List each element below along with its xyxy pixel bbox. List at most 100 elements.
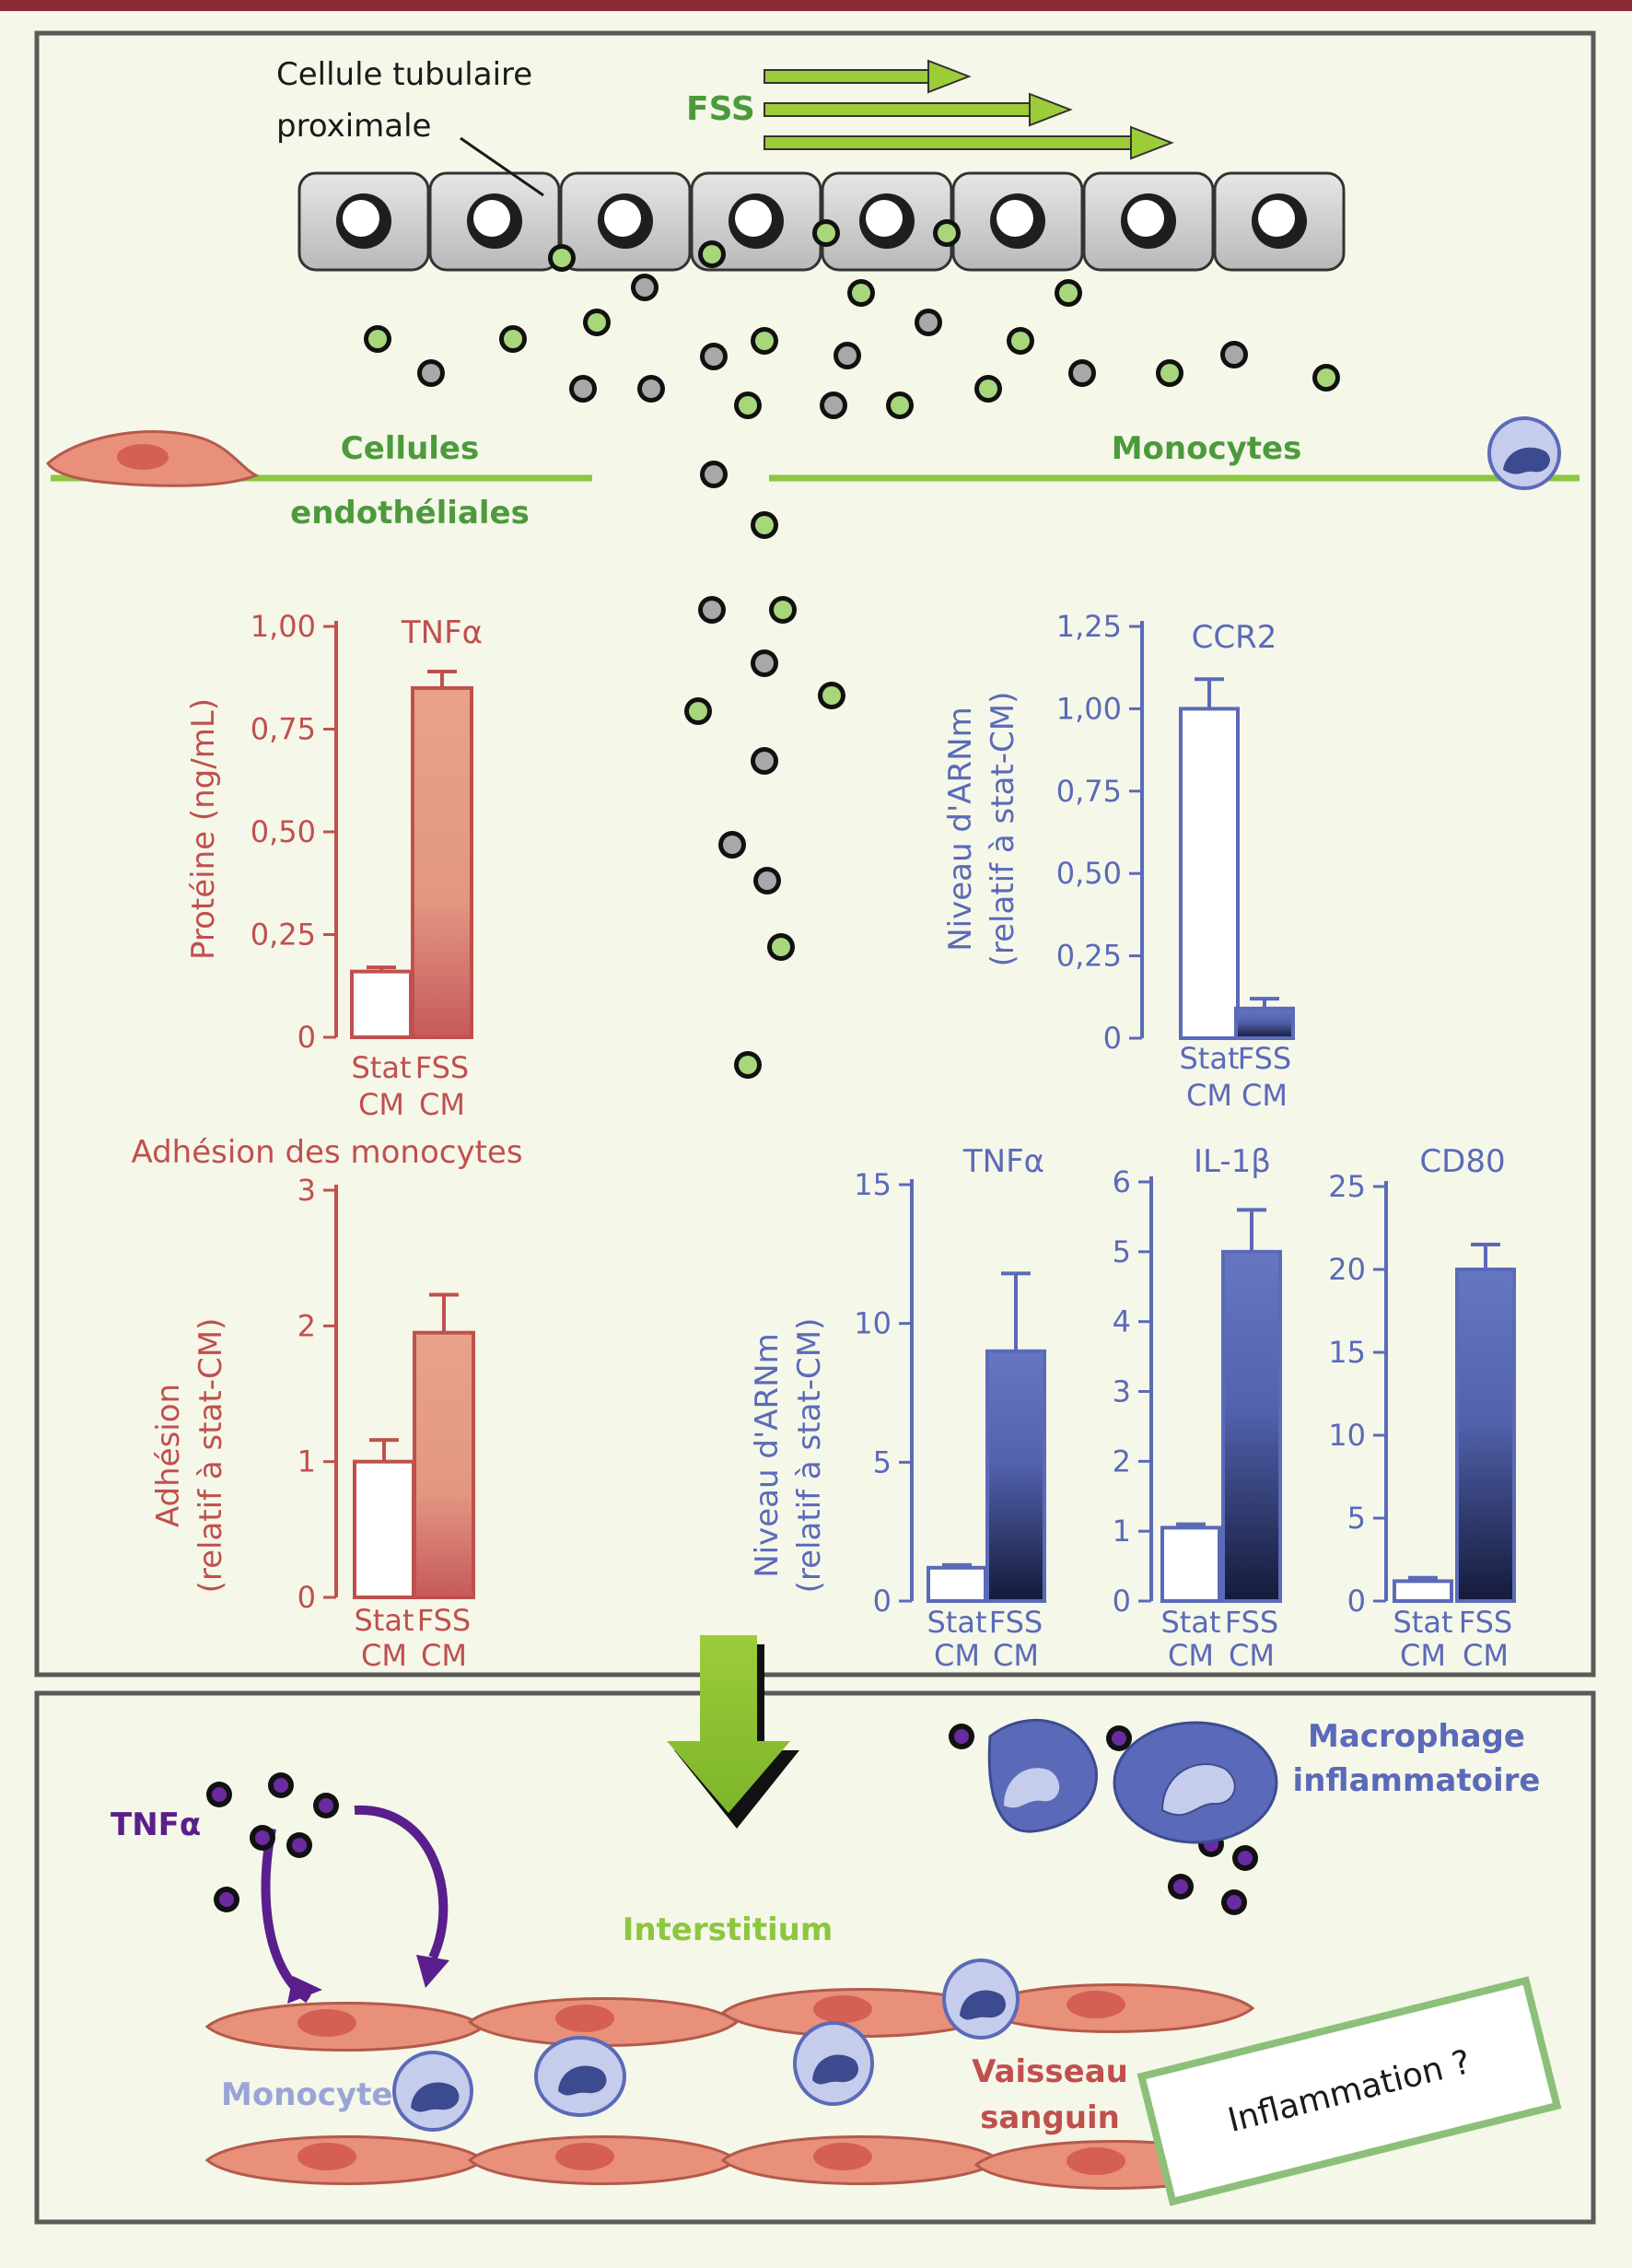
chart-title: IL-1β [1194,1143,1271,1180]
secreted-particle-green [974,375,1002,403]
secreted-particle-green [684,697,712,725]
secreted-particle-green [734,1051,762,1079]
secreted-particle-green [583,309,611,336]
vessel-monocyte-2 [534,2036,626,2117]
tubular-cell [690,171,822,272]
bar-fss-cm [1234,1006,1295,1041]
category-label: Stat [1393,1605,1452,1640]
tubular-cells [297,171,1346,272]
y-tick-label: 0,25 [251,918,316,953]
inflammation-box: Inflammation ? [1137,1976,1562,2206]
y-axis-label-line: (relatif à stat-CM) [985,692,1021,967]
secreted-particles [364,219,1340,1079]
monocyte-label: Monocyte [221,2076,392,2113]
y-tick-label: 0,75 [1056,774,1122,809]
bar-stat-cm [1393,1579,1453,1604]
y-tick-label: 10 [1328,1418,1366,1453]
monocytes-label: Monocytes [1112,430,1302,467]
tnf-molecule [313,1793,339,1818]
secreted-particle-green [548,244,576,272]
fss-arrow-1 [764,59,972,94]
y-tick-label: 5 [1347,1501,1366,1536]
secreted-particle-green [847,279,875,307]
vessel-cell [973,1983,1255,2033]
y-tick-label: 4 [1113,1304,1131,1339]
activated-monocyte-icon [987,1718,1098,1833]
y-tick-label: 10 [854,1306,892,1341]
bar-fss-cm [1455,1268,1516,1603]
bar-stat-cm [1179,707,1240,1041]
tnf-molecule [214,1887,239,1912]
tnf-molecule [286,1832,312,1858]
cell-label-line1: Cellule tubulaire [276,56,532,93]
secreted-particle-green [698,240,726,268]
category-label: Stat [354,1603,414,1638]
secreted-particle-green [499,325,527,353]
secreted-particle-grey [700,343,728,370]
secreted-particle-green [751,511,778,539]
chart-title: CD80 [1419,1143,1505,1180]
vessel-monocyte-4 [942,1958,1020,2040]
tnf-molecule [949,1724,974,1749]
secreted-particle-grey [700,461,728,488]
tubular-cell [1082,171,1215,272]
category-label: Stat [351,1050,411,1085]
bottom-panel-frame [34,1690,1596,2225]
secreted-particle-grey [698,596,726,624]
secreted-particle-green [1055,279,1082,307]
category-label: CM [934,1638,980,1673]
endothelial-label-line2: endothéliales [290,495,530,532]
vessel-cell [720,1988,1002,2038]
y-axis-label-line: (relatif à stat-CM) [791,1318,828,1594]
secreted-particle-grey [637,375,665,403]
y-tick-label: 2 [297,1308,316,1343]
y-tick-label: 0 [1103,1021,1122,1056]
category-label: CM [1400,1638,1446,1673]
tubular-cell [821,171,953,272]
category-label: CM [1229,1638,1275,1673]
y-tick-label: 3 [1113,1374,1131,1409]
tnf-molecule [206,1782,232,1807]
blood-vessel-cells [204,1983,1255,2190]
secreted-particle-grey [915,309,942,336]
y-tick-label: 15 [1328,1335,1366,1370]
category-label: CM [1186,1078,1232,1113]
endothelial-label-line1: Cellules [341,430,479,467]
category-label: Stat [1160,1605,1220,1640]
y-tick-label: 0,50 [1056,856,1122,891]
y-tick-label: 1,00 [1056,691,1122,726]
secreted-particle-green [751,327,778,355]
vessel-label-line2: sanguin [980,2099,1120,2136]
secreted-particle-green [769,596,797,624]
y-tick-label: 1 [1113,1514,1131,1549]
y-axis-label-line: Niveau d'ARNm [942,707,979,951]
tnf-label: TNFα [111,1806,201,1843]
secreted-particle-grey [718,831,746,859]
category-label: CM [358,1087,404,1122]
y-axis-label: Protéine (ng/mL) [185,698,222,960]
category-label: CM [361,1638,407,1673]
chart-title: TNFα [401,614,483,651]
category-label: CM [1463,1638,1509,1673]
y-tick-label: 20 [1328,1252,1366,1287]
secreted-particle-grey [751,747,778,775]
chart-title: CCR2 [1192,619,1277,656]
tnf-cycle-arrows [261,1805,449,2004]
chart-title: Adhésion des monocytes [131,1134,522,1171]
bar-stat-cm [927,1565,987,1603]
secreted-particle-grey [751,649,778,677]
y-tick-label: 0 [1347,1584,1366,1619]
category-label: FSS [415,1050,469,1085]
tnf-molecule [1221,1889,1247,1915]
y-tick-label: 0,50 [251,814,316,849]
secreted-particle-grey [820,392,847,419]
category-label: Stat [1179,1041,1239,1076]
macrophage-label-line1: Macrophage [1308,1718,1525,1755]
cell-label-pointer [460,136,544,197]
y-tick-label: 0,25 [1056,939,1122,974]
secreted-particle-green [1312,364,1340,392]
secreted-particle-grey [753,867,781,894]
y-tick-label: 1,25 [1056,609,1122,644]
